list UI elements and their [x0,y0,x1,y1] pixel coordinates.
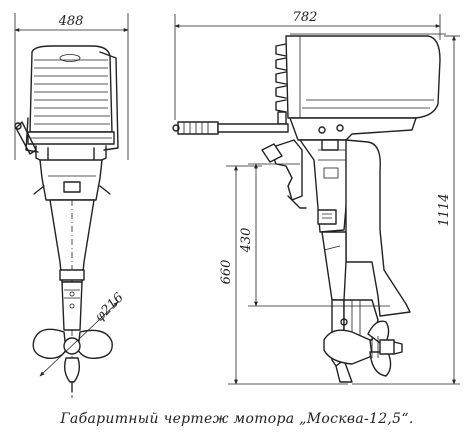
dimension-782-label: 782 [293,10,318,25]
dimension-430-label: 430 [239,228,254,254]
dimension-488: 488 [14,13,129,45]
front-mid-housing [33,159,111,201]
side-propeller [323,320,403,377]
dimension-430: 430 [239,163,390,307]
side-tiller [172,121,289,135]
dimension-782: 782 [174,10,441,40]
front-cowling [14,45,119,165]
dimension-1114: 1114 [352,35,460,385]
front-view: 488 [14,13,129,398]
figure-caption: Габаритный чертеж мотора „Москва-12,5“. [60,411,414,427]
dimension-1114-label: 1114 [437,193,452,226]
dimension-660-label: 660 [219,260,234,285]
side-view: 782 [172,10,460,385]
dimension-propeller-label: φ216 [92,290,127,325]
side-cowling [275,35,441,125]
dimension-488-label: 488 [58,14,84,29]
front-propeller [32,328,113,393]
side-clamp [261,139,307,209]
dimension-660: 660 [219,165,348,385]
